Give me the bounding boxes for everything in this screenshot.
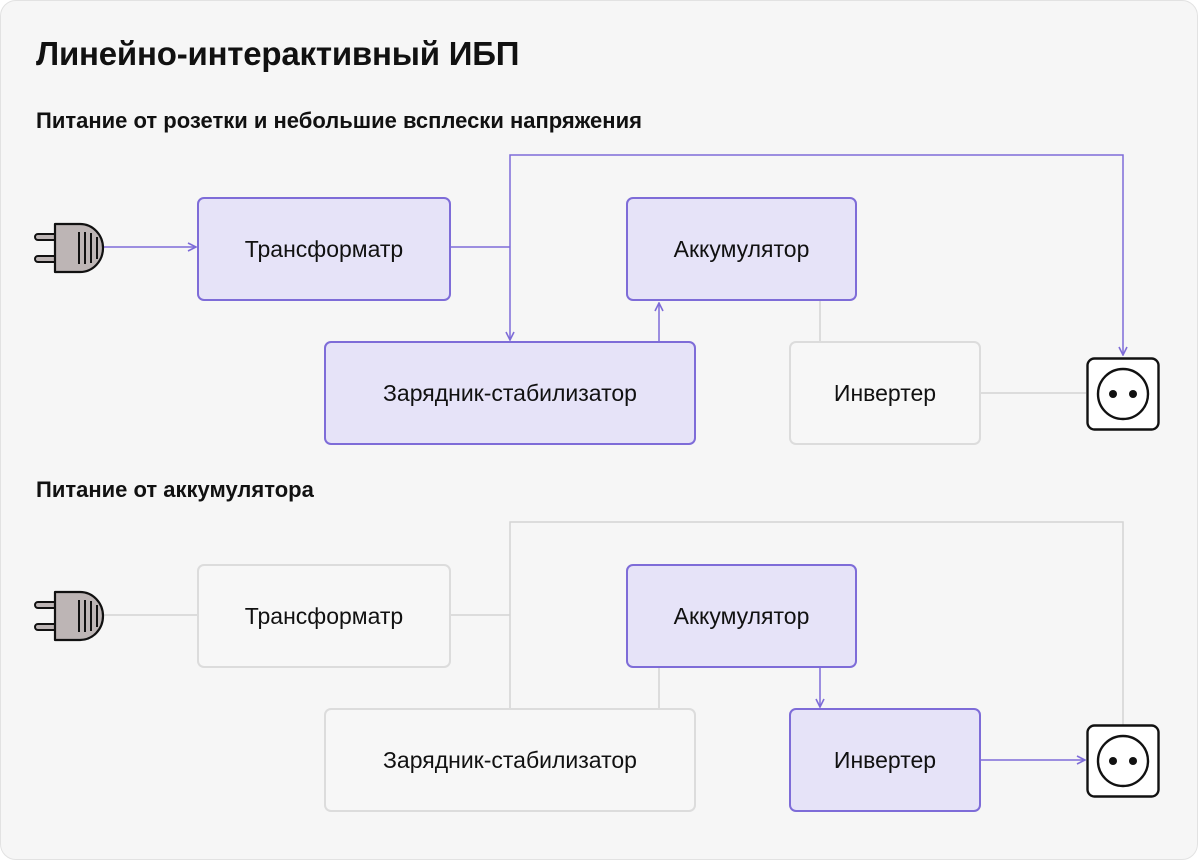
s1-charger-block: Зарядник-стабилизатор: [324, 341, 696, 445]
s1-accumulator-label: Аккумулятор: [673, 235, 810, 262]
s1-accumulator-block: Аккумулятор: [626, 197, 857, 301]
section-2-heading: Питание от аккумулятора: [36, 477, 314, 502]
s2-transformer-label: Трансформатр: [244, 602, 404, 629]
power-plug-icon: [34, 222, 105, 274]
s2-inverter-block: Инвертер: [789, 708, 981, 812]
power-plug-icon: [34, 590, 105, 642]
s1-transformer-label: Трансформатр: [244, 235, 404, 262]
s2-charger-label: Зарядник-стабилизатор: [383, 746, 637, 773]
s1-charger-label: Зарядник-стабилизатор: [383, 379, 637, 406]
s2-junction-to-outlet-line: [509, 521, 1124, 725]
s1-inverter-label: Инвертер: [833, 379, 937, 406]
power-outlet-icon: [1086, 724, 1160, 798]
s2-inverter-label: Инвертер: [833, 746, 937, 773]
s1-transformer-block: Трансформатр: [197, 197, 451, 301]
s1-junction-to-outlet-line: [509, 154, 1123, 355]
power-outlet-icon: [1086, 357, 1160, 431]
s2-charger-block: Зарядник-стабилизатор: [324, 708, 696, 812]
s2-accumulator-label: Аккумулятор: [673, 602, 810, 629]
section-1-heading: Питание от розетки и небольшие всплески …: [36, 108, 642, 133]
diagram-title: Линейно-интерактивный ИБП: [36, 35, 520, 72]
s1-inverter-block: Инвертер: [789, 341, 981, 445]
s2-transformer-block: Трансформатр: [197, 564, 451, 668]
s2-accumulator-block: Аккумулятор: [626, 564, 857, 668]
